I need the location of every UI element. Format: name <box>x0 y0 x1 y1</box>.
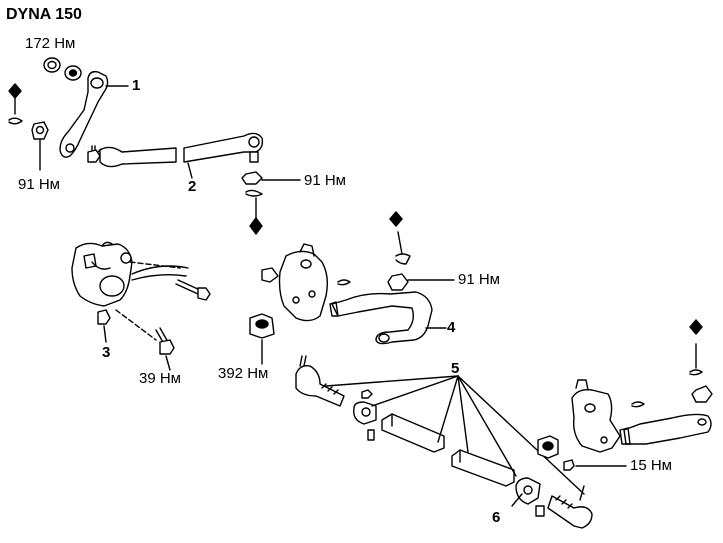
torque-label-bushing: 392 Нм <box>218 365 269 382</box>
tie-rod-clamp-left <box>353 401 377 425</box>
torque-label-clamp-nut: 15 Нм <box>630 457 672 474</box>
part-number-2: 2 <box>188 178 197 195</box>
replace-marker-icon <box>689 319 703 335</box>
castle-nut <box>691 385 713 403</box>
torque-label-pitman-nut: 172 Нм <box>25 35 76 52</box>
steering-knuckle-right <box>571 379 621 453</box>
leader-5 <box>325 375 585 495</box>
torque-label-drag-link: 91 Нм <box>304 172 346 189</box>
replace-marker-icon <box>389 211 403 227</box>
bushing-right <box>537 435 559 459</box>
castle-nut <box>31 121 49 140</box>
steering-knuckle-left <box>261 243 329 322</box>
adjusting-nut <box>97 309 111 325</box>
mount-bolt-lower <box>155 327 175 355</box>
replace-marker-icon <box>249 217 263 235</box>
replace-marker-icon <box>8 83 22 99</box>
torque-label-castle-nut-left: 91 Нм <box>18 176 60 193</box>
leader-6 <box>511 493 523 507</box>
torque-label-knuckle-nut: 91 Нм <box>458 271 500 288</box>
pitman-arm <box>59 70 109 158</box>
part-number-3: 3 <box>102 344 111 361</box>
part-number-1: 1 <box>132 77 141 94</box>
pitman-nut <box>43 57 61 73</box>
castle-nut <box>387 273 409 291</box>
part-number-6: 6 <box>492 509 501 526</box>
pitman-washer <box>64 65 82 81</box>
part-number-4: 4 <box>447 319 456 336</box>
part-number-5: 5 <box>451 360 460 377</box>
steering-arm <box>329 291 433 345</box>
leader-2 <box>187 162 193 179</box>
mount-bolt-upper <box>175 279 211 301</box>
torque-label-gear-bolt: 39 Нм <box>139 370 181 387</box>
steering-gear-box <box>71 241 133 307</box>
drag-link <box>99 132 264 168</box>
tie-rod-clamp-right <box>515 477 541 505</box>
tie-rod-end-right <box>547 485 593 529</box>
tie-rod-end-left <box>295 355 345 407</box>
bushing <box>249 313 275 339</box>
tie-rod-tube-upper <box>381 413 445 453</box>
page-title: DYNA 150 <box>6 6 82 23</box>
steering-arm-right <box>619 413 712 445</box>
tie-rod-tube-lower <box>451 449 515 487</box>
cotter-pin-icon <box>8 117 23 125</box>
